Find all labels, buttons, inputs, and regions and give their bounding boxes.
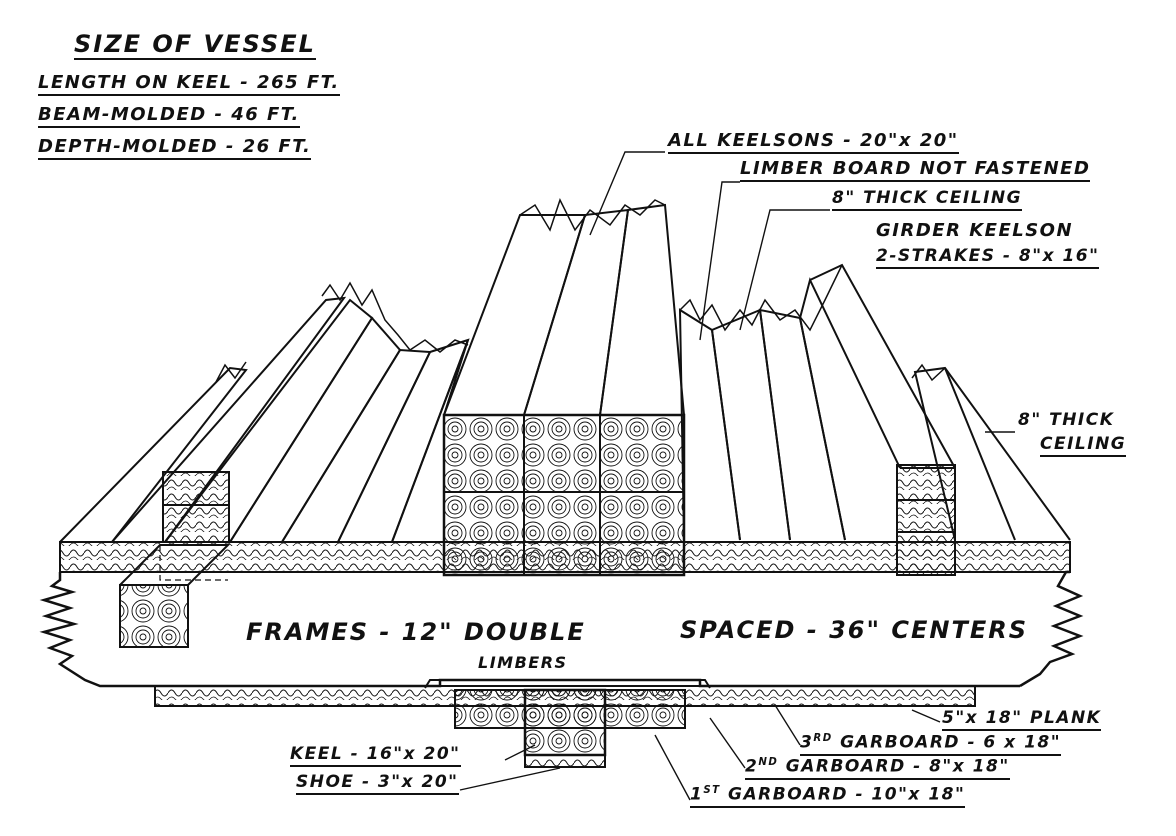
vessel-length: LENGTH ON KEEL - 265 FT. [38,74,340,96]
keelson-block [442,413,686,577]
keelsons-label: ALL KEELSONS - 20"x 20" [668,132,959,154]
girder-keelson-label: GIRDER KEELSON [876,220,1074,241]
vessel-beam: BEAM-MOLDED - 46 FT. [38,106,300,128]
garboard2-label: 2ND GARBOARD - 8"x 18" [745,757,1010,780]
spaced-label: SPACED - 36" CENTERS [680,616,1028,644]
ceiling-top-label: 8" THICK CEILING [832,190,1023,211]
girder-keelson-left [162,471,230,543]
limbers-label: LIMBERS [478,653,568,672]
garboard1-label: 1ST GARBOARD - 10"x 18" [690,785,966,808]
girder-keelson-right [896,464,956,576]
vessel-size-title: SIZE OF VESSEL [74,30,316,60]
ceiling-right-label-1: 8" THICK [1018,410,1115,430]
frames-label: FRAMES - 12" DOUBLE [246,618,586,646]
ceiling-planks-left [59,296,470,543]
shoe [524,754,606,768]
keel-label: KEEL - 16"x 20" [290,746,461,767]
girder-strakes-label: 2-STRAKES - 8"x 16" [876,248,1100,269]
garboard3-label: 3RD GARBOARD - 6 x 18" [800,733,1062,756]
keelson-planks [443,198,685,416]
frame-block [119,584,189,648]
leader-lines [459,151,1015,801]
limbers-channel [424,679,711,689]
shoe-label: SHOE - 3"x 20" [296,774,459,795]
plank-label: 5"x 18" PLANK [942,710,1102,731]
vessel-depth: DEPTH-MOLDED - 26 FT. [38,138,312,160]
keel [523,688,607,757]
limber-board-label: LIMBER BOARD NOT FASTENED [740,160,1091,182]
ceiling-right-label-2: CEILING [1040,436,1127,457]
